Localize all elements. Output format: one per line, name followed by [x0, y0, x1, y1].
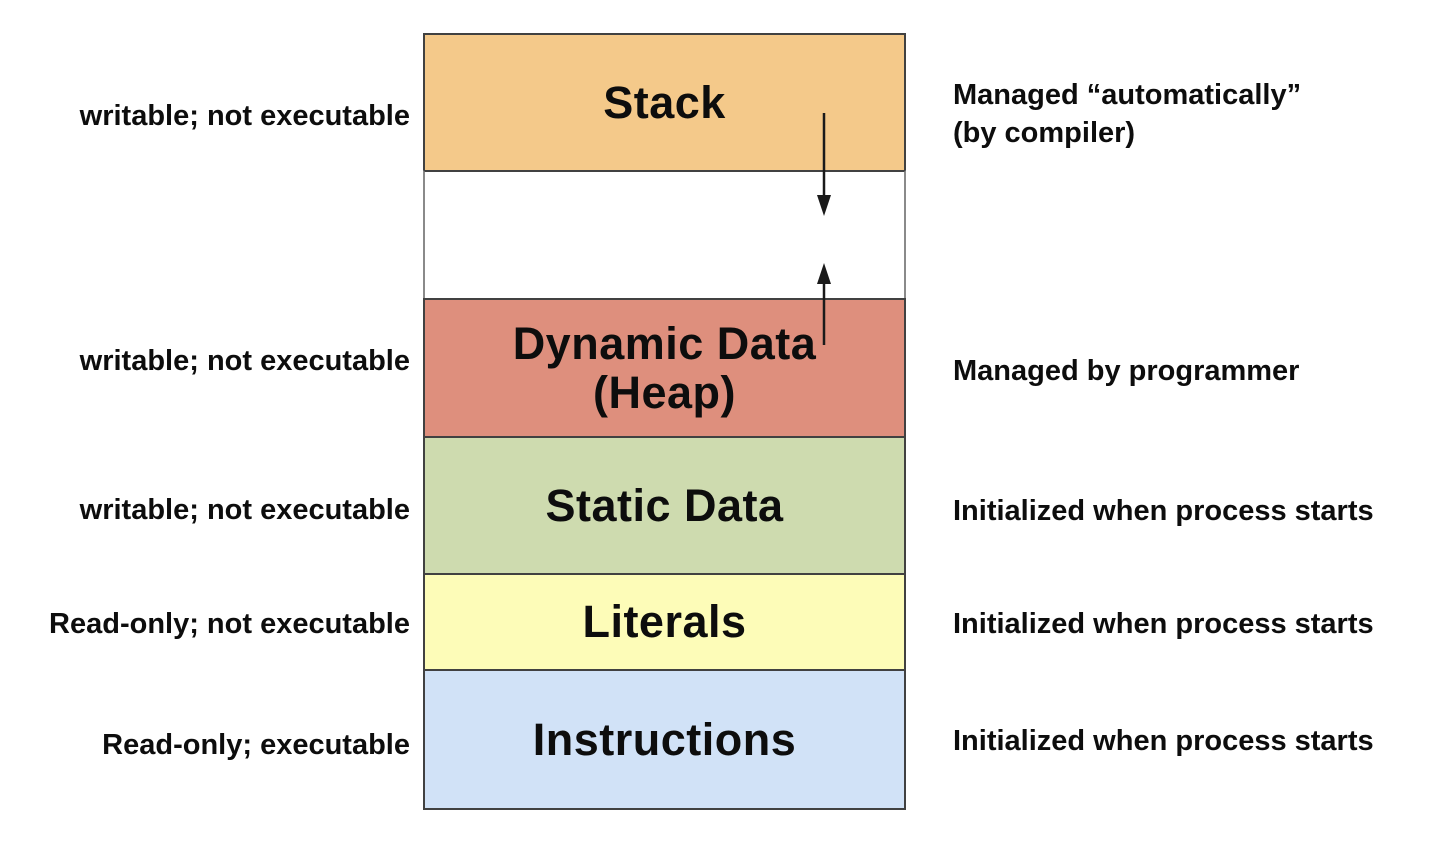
block-static-data: Static Data — [423, 436, 906, 575]
block-heap: Dynamic Data (Heap) — [423, 298, 906, 438]
instructions-permission-note: Read-only; executable — [102, 729, 410, 762]
instructions-management-note: Initialized when process starts — [953, 725, 1374, 758]
static-data-permission-note: writable; not executable — [79, 494, 410, 527]
stack-management-note-line1: Managed “automatically” — [953, 79, 1302, 111]
heap-management-note: Managed by programmer — [953, 355, 1300, 388]
block-static-data-label: Static Data — [545, 479, 784, 531]
block-literals: Literals — [423, 573, 906, 671]
stack-management-note-line2: (by compiler) — [953, 116, 1136, 149]
stack-grows-down-arrow-icon — [817, 113, 831, 216]
heap-permission-note: writable; not executable — [79, 345, 410, 378]
block-heap-label-line1: Dynamic Data — [512, 317, 817, 369]
heap-grows-up-arrow-icon — [817, 263, 831, 345]
static-data-management-note: Initialized when process starts — [953, 495, 1374, 528]
block-heap-label-line2: (Heap) — [592, 367, 736, 418]
stack-management-note: Managed “automatically” (by compiler) — [953, 77, 1301, 152]
block-instructions-label: Instructions — [532, 713, 797, 765]
block-literals-label: Literals — [582, 596, 747, 648]
block-stack-label: Stack — [603, 76, 726, 128]
block-instructions: Instructions — [423, 669, 906, 810]
stack-permission-note: writable; not executable — [79, 100, 410, 133]
literals-permission-note: Read-only; not executable — [49, 608, 410, 641]
block-stack: Stack — [423, 33, 906, 172]
literals-management-note: Initialized when process starts — [953, 608, 1374, 641]
growth-arrows — [817, 113, 831, 345]
